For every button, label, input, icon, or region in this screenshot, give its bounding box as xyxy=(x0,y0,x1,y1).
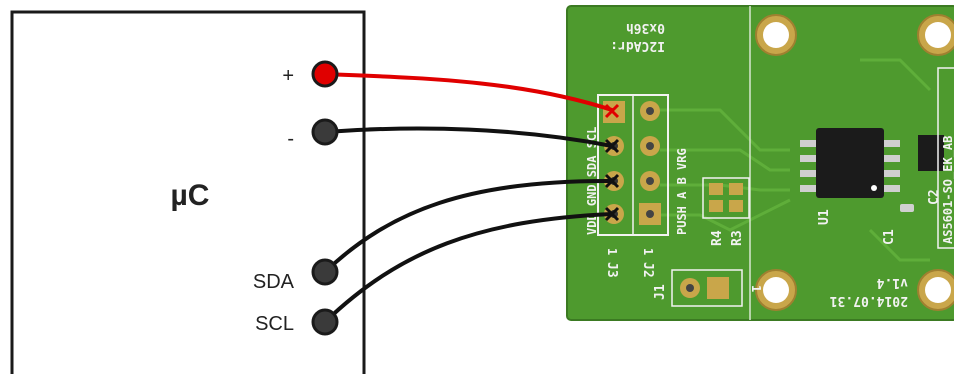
pin-terminal-minus xyxy=(311,118,339,146)
ref-u1: U1 xyxy=(817,209,832,225)
ref-c1: C1 xyxy=(882,229,897,245)
ref-j1: J1 xyxy=(653,284,668,300)
pin-one-j2: 1 xyxy=(641,248,655,255)
pin-label-plus: + xyxy=(282,65,294,87)
part-number: AS5601-SO_EK_AB xyxy=(941,136,954,244)
header-j2-pin-names: PUSH A B VRG xyxy=(675,148,689,235)
microcontroller-box xyxy=(10,10,366,374)
j1-pad-square xyxy=(707,277,729,299)
wires xyxy=(323,72,614,324)
sensor-board: 0x36h I2CAdr: VDD GND SDA SCL xyxy=(566,5,954,321)
pin-label-sda: SDA xyxy=(253,271,295,293)
pin-terminal-plus xyxy=(311,60,339,88)
wire-ground xyxy=(323,126,614,148)
wire-sda xyxy=(323,178,614,274)
pin-label-minus: - xyxy=(287,128,294,150)
j1-outline xyxy=(671,269,743,307)
pin-terminal-scl xyxy=(311,308,339,336)
wire-scl xyxy=(323,212,614,324)
resistor-pads xyxy=(702,177,750,219)
ref-c2: C2 xyxy=(927,189,942,205)
i2c-address: 0x36h xyxy=(626,20,665,35)
u1-chip xyxy=(800,128,900,198)
mounting-holes xyxy=(755,14,954,311)
date: 2014.07.31 xyxy=(830,293,908,308)
wire-power xyxy=(323,72,614,112)
ref-r3: R3 xyxy=(730,230,745,246)
c1-component xyxy=(900,204,914,212)
part-number-box xyxy=(937,67,954,249)
ref-j3: J3 xyxy=(604,262,619,278)
wire-end-markers xyxy=(604,103,620,222)
ref-j2: J2 xyxy=(640,262,655,278)
pin-one-j1: 1 xyxy=(749,285,763,292)
pin-terminal-sda xyxy=(311,258,339,286)
pin-label-scl: SCL xyxy=(255,313,294,335)
header-j2-pads xyxy=(639,101,661,225)
ref-r4: R4 xyxy=(710,230,725,246)
version: v1.4 xyxy=(877,275,908,290)
pin-one-j3: 1 xyxy=(605,248,619,255)
microcontroller-label: µC xyxy=(171,179,210,212)
i2c-address-label: I2CAdr: xyxy=(610,38,665,53)
c2-component xyxy=(918,135,944,171)
